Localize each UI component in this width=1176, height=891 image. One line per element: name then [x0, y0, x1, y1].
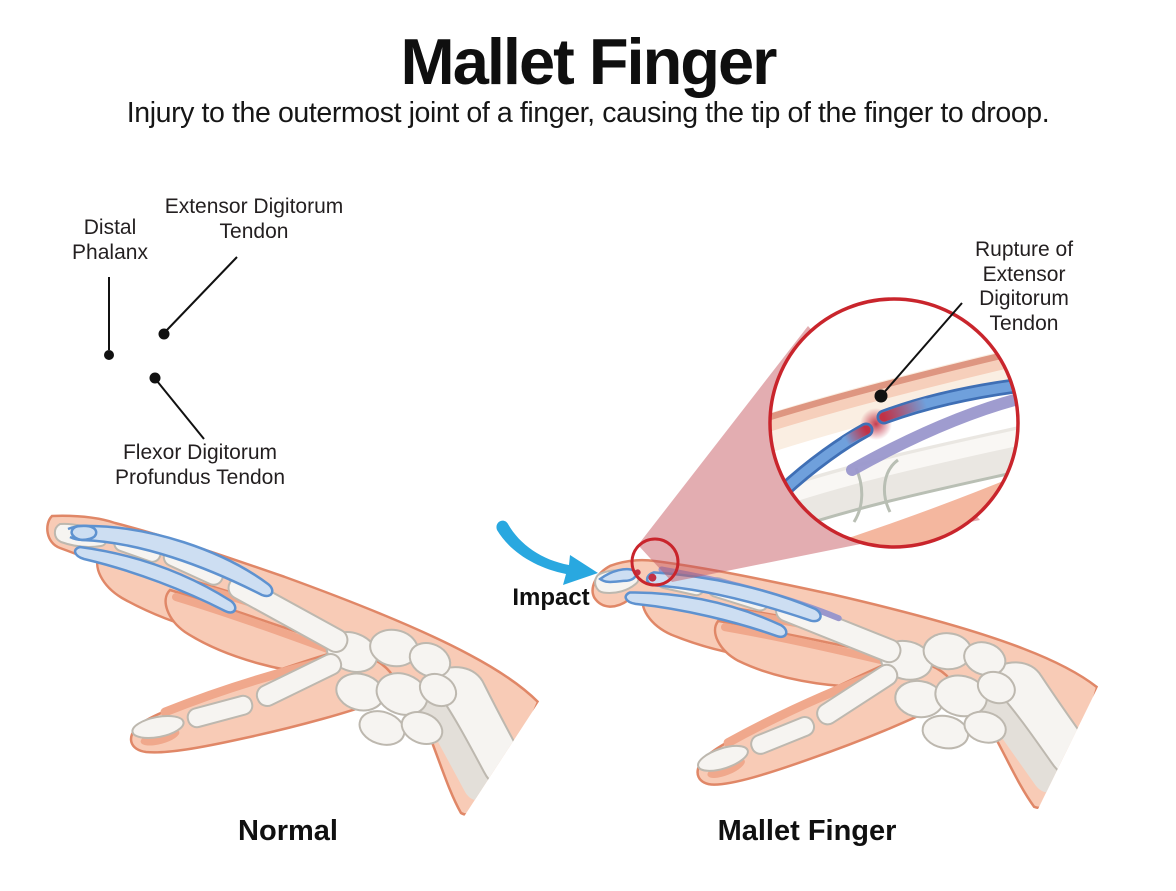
extensor-leader-dot — [158, 328, 170, 340]
label-flexor-tendon: Flexor Digitorum Profundus Tendon — [115, 441, 285, 490]
flexor-leader-line — [156, 380, 205, 440]
label-flexor-line1: Flexor Digitorum — [122, 441, 278, 464]
extensor-leader-line — [165, 256, 238, 332]
page-subtitle: Injury to the outermost joint of a finge… — [126, 97, 1050, 129]
label-extensor-line1: Extensor Digitorum — [164, 195, 344, 218]
hand-tendons — [67, 524, 274, 614]
flexor-leader-dot — [149, 372, 161, 384]
rupture-leader-dot — [874, 389, 888, 403]
label-distal-phalanx-line2: Phalanx — [72, 240, 148, 264]
impact-arrow-icon — [496, 520, 598, 585]
label-distal-phalanx-line1: Distal — [83, 216, 137, 239]
rupture-inset-circle — [768, 297, 1020, 549]
normal-hand-illustration — [46, 514, 540, 817]
label-impact: Impact — [512, 584, 590, 611]
label-rupture: Rupture of Extensor Digitorum Tendon — [948, 238, 1100, 336]
caption-mallet-finger: Mallet Finger — [717, 815, 897, 847]
label-distal-phalanx: Distal Phalanx — [72, 216, 148, 265]
annotation-leaders — [108, 256, 238, 440]
label-rupture-line2: Digitorum Tendon — [979, 287, 1069, 335]
inset-ring — [768, 297, 1020, 549]
label-extensor-line2: Tendon — [219, 219, 289, 243]
distal-phalanx-leader-dot — [104, 350, 114, 360]
rupture-leader-line — [880, 302, 963, 397]
label-extensor-tendon: Extensor Digitorum Tendon — [165, 195, 344, 244]
label-rupture-line1: Rupture of Extensor — [974, 238, 1074, 286]
caption-normal: Normal — [238, 815, 338, 847]
injury-highlight-circle — [630, 537, 680, 587]
inset-anatomy — [770, 345, 1018, 547]
label-flexor-line2: Profundus Tendon — [114, 465, 286, 489]
page-title: Mallet Finger — [400, 25, 778, 98]
